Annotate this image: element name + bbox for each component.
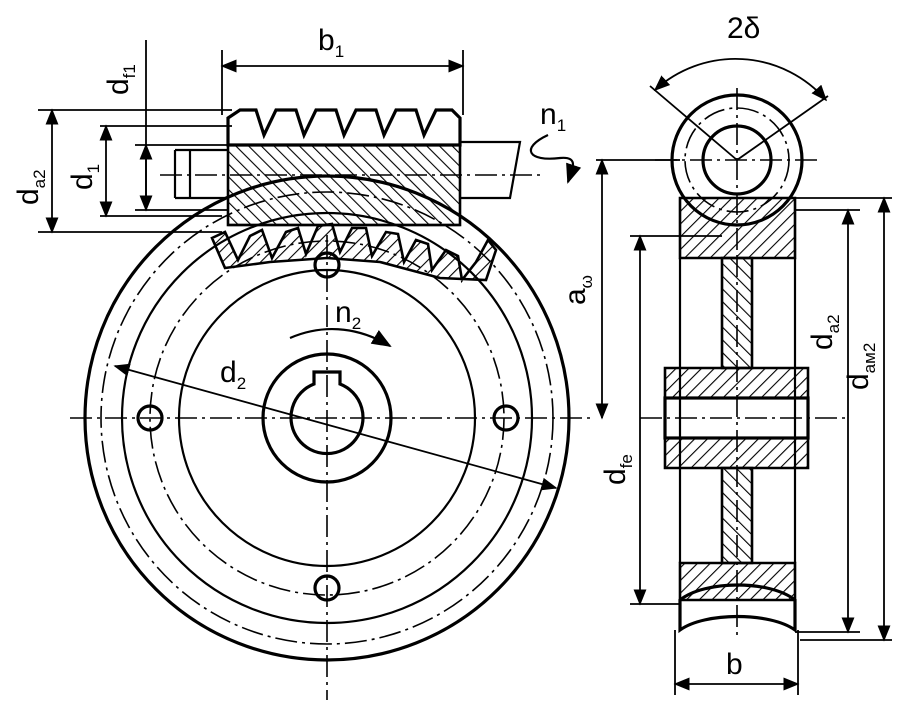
section-dimensions [595, 158, 892, 695]
label-d1: d1 [66, 164, 103, 190]
worm-view [160, 108, 540, 227]
label-b1: b1 [318, 24, 344, 61]
d2-dimension-line [113, 363, 558, 491]
label-aw: aω [559, 275, 596, 305]
worm-body [226, 143, 462, 227]
worm-shaft-left [173, 148, 228, 200]
label-two-delta: 2δ [727, 12, 760, 45]
n2-rotation-arrow [289, 327, 392, 348]
label-da2: da2 [12, 169, 49, 205]
rim-tooth-bottom [678, 583, 797, 634]
n1-rotation-arrow [529, 134, 582, 184]
labels: b1 df1 da2 d1 n1 n2 d2 aω dfe da2 daм2 b… [12, 12, 879, 681]
label-df1: df1 [102, 64, 139, 95]
two-delta-arc [653, 58, 828, 102]
label-n1: n1 [540, 98, 566, 135]
label-b: b [726, 648, 743, 681]
label-d2: d2 [220, 356, 246, 393]
wheel-teeth [210, 222, 498, 284]
worm-shaft-right [460, 140, 522, 200]
wheel-section-view [640, 88, 850, 640]
worm-wheel-front-view [70, 174, 590, 700]
worm-threads [226, 108, 462, 147]
rim-section-top [678, 196, 797, 260]
label-da2-right: da2 [806, 314, 843, 350]
label-dfe: dfe [599, 454, 636, 485]
worm-dimensions [38, 40, 465, 234]
label-dam2: daм2 [842, 343, 879, 390]
two-delta-angle [649, 58, 829, 161]
label-n2: n2 [335, 296, 361, 333]
